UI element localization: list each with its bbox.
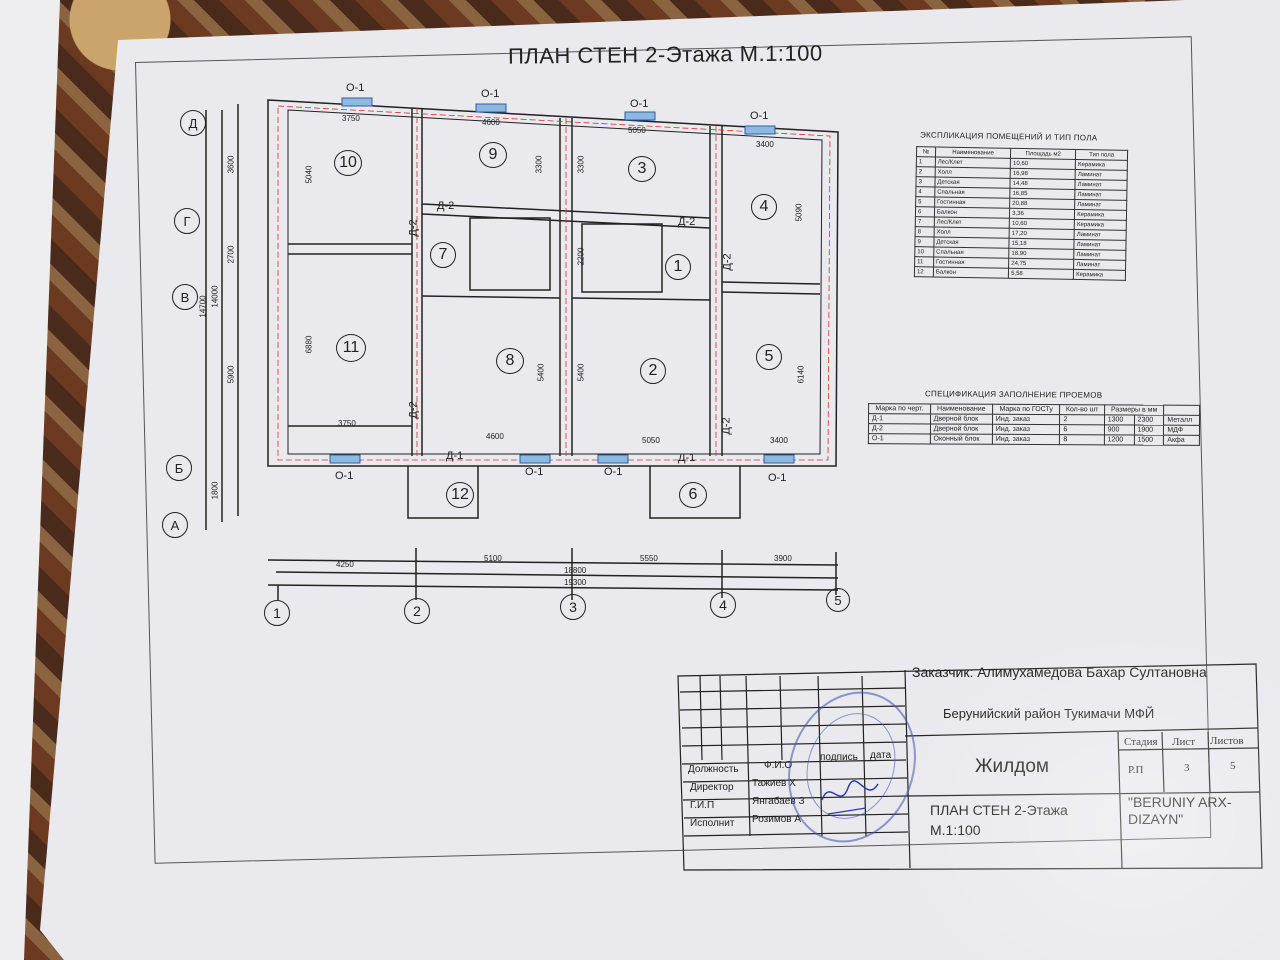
window-label: О-1 xyxy=(481,88,500,100)
sheet-header: Лист xyxy=(1172,736,1196,748)
role-director: Директор xyxy=(690,782,734,793)
room-number: 6 xyxy=(679,482,707,508)
sheet-value: 3 xyxy=(1184,762,1190,774)
dimension: 3900 xyxy=(774,554,792,563)
room-number: 7 xyxy=(430,242,456,268)
dimension: 5550 xyxy=(640,554,658,563)
axis-marker: А xyxy=(162,512,188,538)
col-name: Ф.И.О xyxy=(764,760,793,771)
object-name: Жилдом xyxy=(975,756,1049,777)
window-label: О-1 xyxy=(768,472,787,484)
role-gip: Г.И.П xyxy=(690,800,715,811)
window-label: О-1 xyxy=(525,466,544,478)
room-number: 12 xyxy=(446,482,474,508)
door-label: Д-2 xyxy=(437,200,455,212)
project-location: Берунийский район Тукимачи МФЙ xyxy=(943,706,1155,721)
axis-marker: Б xyxy=(166,455,192,481)
room-number: 9 xyxy=(479,142,507,168)
dimension: 4600 xyxy=(482,118,500,127)
door-label: Д-1 xyxy=(678,452,696,464)
stage-value: Р.П xyxy=(1128,764,1144,776)
room-number: 10 xyxy=(334,150,362,176)
window-label: О-1 xyxy=(335,470,354,482)
room-number: 5 xyxy=(756,344,782,370)
axis-marker: В xyxy=(172,284,198,310)
sheets-value: 5 xyxy=(1230,760,1236,772)
axis-marker: Д xyxy=(180,110,206,136)
room-number: 2 xyxy=(640,358,666,384)
name-director: Тажиев Х xyxy=(752,778,796,789)
dimension: 19300 xyxy=(564,578,587,587)
drawing-name: ПЛАН СТЕН 2-Этажа М.1:100 xyxy=(930,802,1068,838)
window-label: О-1 xyxy=(346,82,365,94)
name-gip: Янгабаев З xyxy=(752,796,805,807)
dimension: 18800 xyxy=(564,566,587,575)
role-executor: Исполнит xyxy=(690,818,735,829)
col-sign: подпись xyxy=(820,752,858,763)
name-executor: Розимов А xyxy=(752,814,802,825)
dimension: 5050 xyxy=(628,126,646,135)
axis-marker: 3 xyxy=(560,594,586,620)
room-number: 3 xyxy=(628,156,656,182)
window-label: О-1 xyxy=(604,466,623,478)
sheets-header: Листов xyxy=(1210,735,1244,747)
axis-marker: 1 xyxy=(264,600,290,626)
room-number: 4 xyxy=(751,194,777,220)
door-label: Д-2 xyxy=(678,216,696,228)
door-label: Д-1 xyxy=(446,450,464,462)
dimension: 4600 xyxy=(486,432,504,441)
dimension: 5050 xyxy=(642,436,660,445)
axis-marker: 5 xyxy=(826,588,850,612)
design-firm: "BERUNIY ARX- DIZAYN" xyxy=(1128,794,1232,827)
axis-marker: Г xyxy=(174,208,200,234)
col-date: дата xyxy=(870,750,892,761)
room-number: 11 xyxy=(336,334,366,362)
stage-header: Стадия xyxy=(1124,736,1158,748)
dimension: 3400 xyxy=(770,436,788,445)
signature xyxy=(821,780,879,815)
col-role: Должность xyxy=(688,764,739,775)
axis-marker: 2 xyxy=(404,598,430,624)
dimension: 3400 xyxy=(756,140,774,149)
window-label: О-1 xyxy=(750,110,769,122)
dimension: 3750 xyxy=(342,114,360,123)
customer-name: Заказчик: Алимухамедова Бахар Султановна xyxy=(912,664,1207,680)
window-label: О-1 xyxy=(630,98,649,110)
room-number: 1 xyxy=(665,254,691,280)
dimension: 5100 xyxy=(484,554,502,563)
room-number: 8 xyxy=(496,348,524,374)
dimension: 3750 xyxy=(338,419,356,428)
dimension: 4250 xyxy=(336,560,354,569)
axis-marker: 4 xyxy=(710,592,736,618)
